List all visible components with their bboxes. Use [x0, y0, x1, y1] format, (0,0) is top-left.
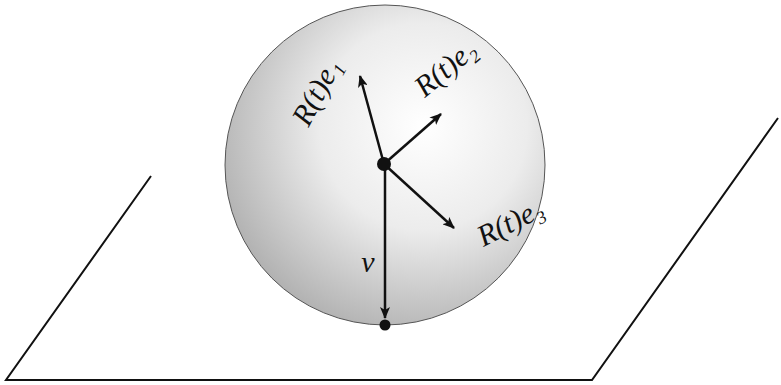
sphere: [225, 5, 545, 325]
arrow-e1: [360, 76, 384, 164]
center-dot: [377, 157, 391, 171]
contact-dot: [380, 320, 391, 331]
arrow-e3: [384, 164, 454, 228]
frame-arrows: [360, 76, 454, 318]
normal-label: ν: [361, 247, 374, 277]
arrow-normal: [384, 164, 387, 318]
arrow-e2: [384, 114, 441, 164]
